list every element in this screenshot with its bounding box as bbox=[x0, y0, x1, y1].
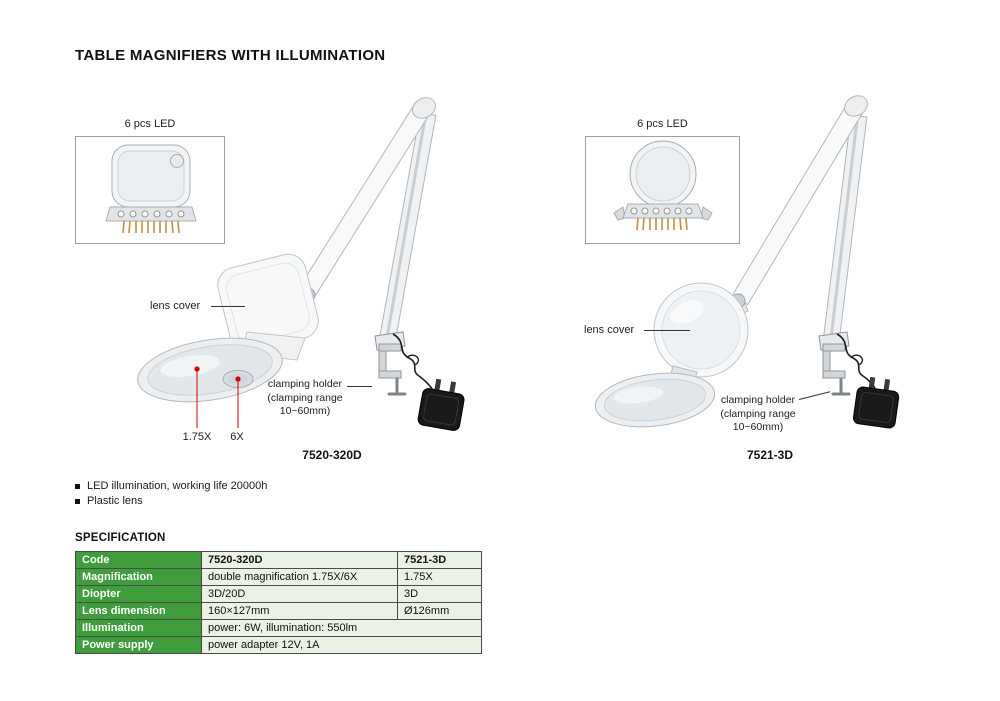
power-adapter bbox=[417, 378, 465, 431]
lens-head bbox=[594, 282, 749, 428]
lens-glass bbox=[117, 150, 185, 202]
spec-value: power adapter 12V, 1A bbox=[201, 636, 482, 654]
magnifier-front-view-drawing bbox=[613, 140, 713, 231]
feature-text: Plastic lens bbox=[87, 495, 143, 507]
elbow-joint bbox=[844, 95, 868, 117]
product-illustration-7520-320d bbox=[137, 97, 465, 431]
spec-value: 7521-3D bbox=[397, 551, 482, 569]
model-number-7520-320d: 7520-320D bbox=[302, 448, 362, 462]
clamping-holder-line3: 10~60mm) bbox=[732, 421, 784, 433]
clamping-holder-label: clamping holder (clamping range 10~60mm) bbox=[263, 378, 347, 419]
spec-label: Power supply bbox=[75, 636, 202, 654]
feature-list: LED illumination, working life 20000h Pl… bbox=[75, 480, 267, 510]
magnification-label-175x: 1.75X bbox=[182, 431, 212, 443]
page-title: TABLE MAGNIFIERS WITH ILLUMINATION bbox=[75, 47, 386, 64]
clamping-holder-line2: (clamping range bbox=[720, 407, 796, 420]
spec-row-power-supply: Power supply power adapter 12V, 1A bbox=[75, 636, 482, 654]
lens-glass bbox=[635, 146, 691, 202]
cable-loop bbox=[406, 354, 420, 366]
lens-cover-label: lens cover bbox=[584, 324, 635, 336]
spec-label: Diopter bbox=[75, 585, 202, 603]
feature-item: LED illumination, working life 20000h bbox=[75, 480, 267, 492]
main-lens bbox=[594, 372, 716, 428]
leader-line bbox=[644, 330, 690, 331]
elbow-joint bbox=[412, 97, 436, 119]
spec-value: Ø126mm bbox=[397, 602, 482, 620]
magnifier-front-view-drawing bbox=[105, 144, 197, 234]
clamping-holder-label: clamping holder (clamping range 10~60mm) bbox=[712, 394, 804, 435]
model-number-7521-3d: 7521-3D bbox=[746, 448, 794, 462]
spec-value: 7520-320D bbox=[201, 551, 398, 569]
spec-value: double magnification 1.75X/6X bbox=[201, 568, 398, 586]
spec-row-code: Code 7520-320D 7521-3D bbox=[75, 551, 482, 569]
led-detail-inset bbox=[75, 136, 225, 244]
spec-label: Code bbox=[75, 551, 202, 569]
led-count-label: 6 pcs LED bbox=[124, 118, 176, 130]
joint-knob bbox=[170, 154, 184, 168]
clamping-holder-line2: (clamping range bbox=[267, 391, 343, 404]
clamping-holder-line1: clamping holder bbox=[720, 394, 796, 406]
specification-table: Code 7520-320D 7521-3D Magnification dou… bbox=[75, 551, 482, 654]
power-adapter bbox=[852, 376, 900, 429]
power-cable bbox=[392, 333, 434, 391]
leader-line bbox=[347, 386, 372, 387]
spec-label: Illumination bbox=[75, 619, 202, 637]
cable-loop bbox=[850, 354, 864, 366]
spec-row-lens-dimension: Lens dimension 160×127mm Ø126mm bbox=[75, 602, 482, 620]
led-pins bbox=[636, 217, 688, 231]
leader-line bbox=[211, 306, 245, 307]
magnification-label-6x: 6X bbox=[230, 431, 244, 443]
spec-value: power: 6W, illumination: 550lm bbox=[201, 619, 482, 637]
led-count-label: 6 pcs LED bbox=[637, 118, 688, 130]
led-pins bbox=[122, 220, 180, 234]
lamp-arm bbox=[298, 97, 437, 344]
product-illustration-7521-3d bbox=[594, 95, 900, 429]
lamp-arm bbox=[731, 95, 868, 344]
bullet-square-icon bbox=[75, 484, 80, 489]
led-dots bbox=[630, 207, 693, 215]
led-housing bbox=[622, 203, 704, 219]
lens-cover-label: lens cover bbox=[150, 300, 201, 312]
clamping-holder-line1: clamping holder bbox=[267, 378, 343, 390]
spec-row-diopter: Diopter 3D/20D 3D bbox=[75, 585, 482, 603]
spec-row-illumination: Illumination power: 6W, illumination: 55… bbox=[75, 619, 482, 637]
led-dots bbox=[117, 210, 185, 218]
spec-label: Magnification bbox=[75, 568, 202, 586]
magnification-markers bbox=[194, 366, 241, 428]
spec-row-magnification: Magnification double magnification 1.75X… bbox=[75, 568, 482, 586]
spec-label: Lens dimension bbox=[75, 602, 202, 620]
specification-heading: SPECIFICATION bbox=[75, 532, 166, 544]
spec-value: 3D bbox=[397, 585, 482, 603]
bullet-square-icon bbox=[75, 499, 80, 504]
led-detail-inset bbox=[585, 136, 740, 244]
feature-text: LED illumination, working life 20000h bbox=[87, 480, 268, 492]
spec-value: 3D/20D bbox=[201, 585, 398, 603]
lens-head bbox=[137, 253, 319, 403]
led-housing bbox=[105, 206, 197, 222]
spec-value: 1.75X bbox=[397, 568, 482, 586]
clamping-holder-line3: 10~60mm) bbox=[279, 405, 331, 417]
feature-item: Plastic lens bbox=[75, 495, 267, 507]
spec-value: 160×127mm bbox=[201, 602, 398, 620]
